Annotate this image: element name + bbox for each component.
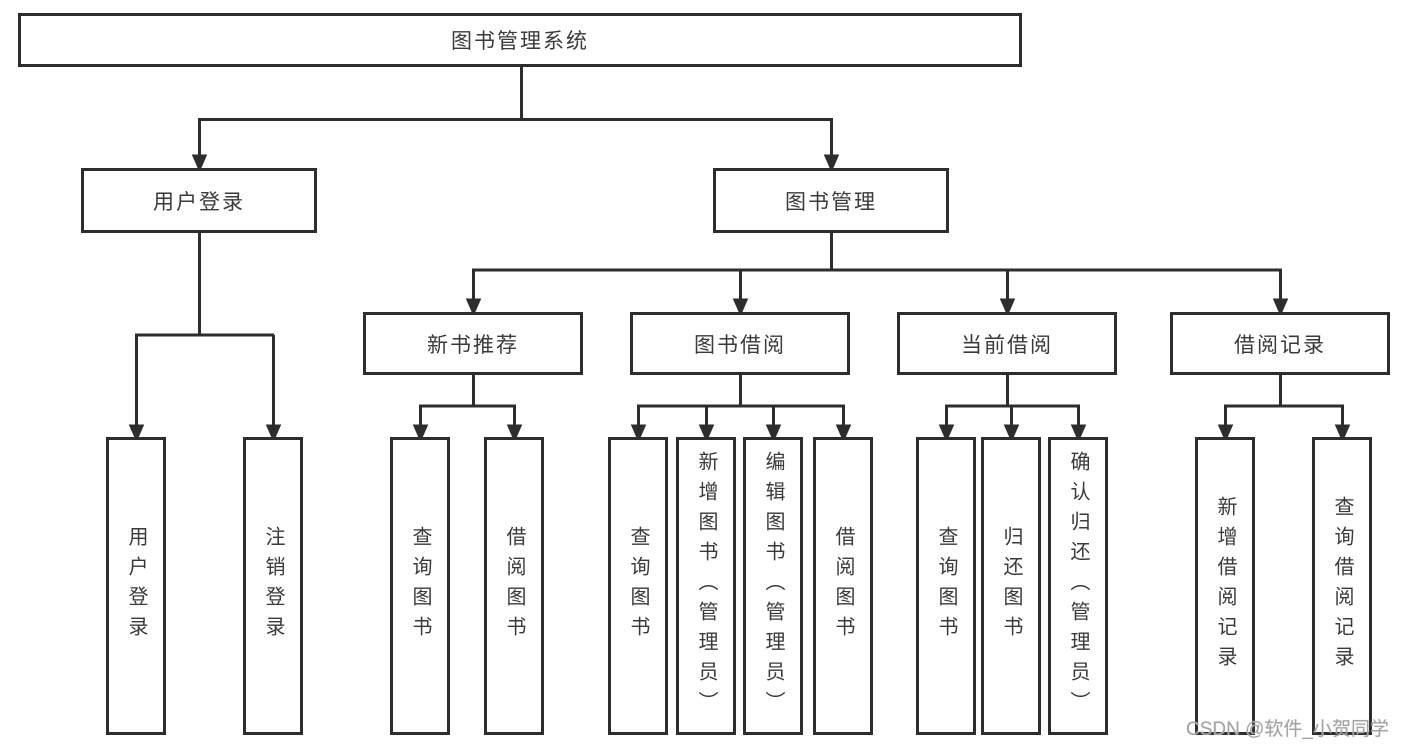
node-label: 借阅记录 — [1234, 333, 1326, 357]
node-label: 确认归还（管理员） — [1067, 451, 1089, 721]
connector-new-book-group — [412, 375, 523, 443]
connector-book-borrow-group — [630, 375, 852, 443]
leaf-return-book: 归还图书 — [981, 437, 1041, 735]
leaf-confirm-return-admin: 确认归还（管理员） — [1048, 437, 1108, 735]
node-label: 当前借阅 — [961, 333, 1053, 357]
node-label: 图书借阅 — [694, 333, 786, 357]
node-label: 编辑图书（管理员） — [762, 451, 784, 721]
node-label: 注销登录 — [262, 526, 284, 646]
csdn-watermark: CSDN @软件_小贺同学 — [1186, 719, 1389, 740]
leaf-query-book-2: 查询图书 — [608, 437, 668, 735]
leaf-user-login: 用户登录 — [106, 437, 166, 735]
node-label: 新增图书（管理员） — [695, 451, 717, 721]
leaf-borrow-book-1: 借阅图书 — [484, 437, 544, 735]
leaf-logout-login: 注销登录 — [243, 437, 303, 735]
connector-book-mgmt-to-level3 — [465, 233, 1289, 317]
leaf-query-book-1: 查询图书 — [390, 437, 450, 735]
node-label: 查询图书 — [409, 526, 431, 646]
node-label: 用户登录 — [125, 526, 147, 646]
node-label: 借阅图书 — [503, 526, 525, 646]
node-label: 查询图书 — [935, 526, 957, 646]
node-label: 新书推荐 — [427, 333, 519, 357]
node-label: 借阅图书 — [832, 526, 854, 646]
node-book-mgmt: 图书管理 — [713, 168, 949, 233]
connector-current-borrow-group — [938, 375, 1087, 443]
leaf-edit-book-admin: 编辑图书（管理员） — [743, 437, 803, 735]
node-user-login: 用户登录 — [81, 168, 317, 233]
node-label: 用户登录 — [153, 190, 245, 214]
leaf-query-borrow-record: 查询借阅记录 — [1312, 437, 1372, 735]
leaf-query-book-3: 查询图书 — [916, 437, 976, 735]
node-label: 归还图书 — [1000, 526, 1022, 646]
node-borrow-record: 借阅记录 — [1170, 312, 1390, 375]
node-label: 图书管理系统 — [451, 30, 589, 53]
connector-user-login-group — [128, 233, 282, 443]
connector-root-to-level2 — [191, 67, 840, 173]
node-new-book-recommend: 新书推荐 — [363, 312, 583, 375]
leaf-add-book-admin: 新增图书（管理员） — [676, 437, 736, 735]
leaf-borrow-book-2: 借阅图书 — [813, 437, 873, 735]
node-book-borrow: 图书借阅 — [630, 312, 850, 375]
connector-borrow-record-group — [1217, 375, 1351, 443]
node-root: 图书管理系统 — [18, 13, 1022, 67]
leaf-add-borrow-record: 新增借阅记录 — [1195, 437, 1255, 735]
node-label: 查询图书 — [627, 526, 649, 646]
node-label: 图书管理 — [785, 190, 877, 214]
node-current-borrow: 当前借阅 — [897, 312, 1117, 375]
node-label: 查询借阅记录 — [1331, 496, 1353, 676]
node-label: 新增借阅记录 — [1214, 496, 1236, 676]
